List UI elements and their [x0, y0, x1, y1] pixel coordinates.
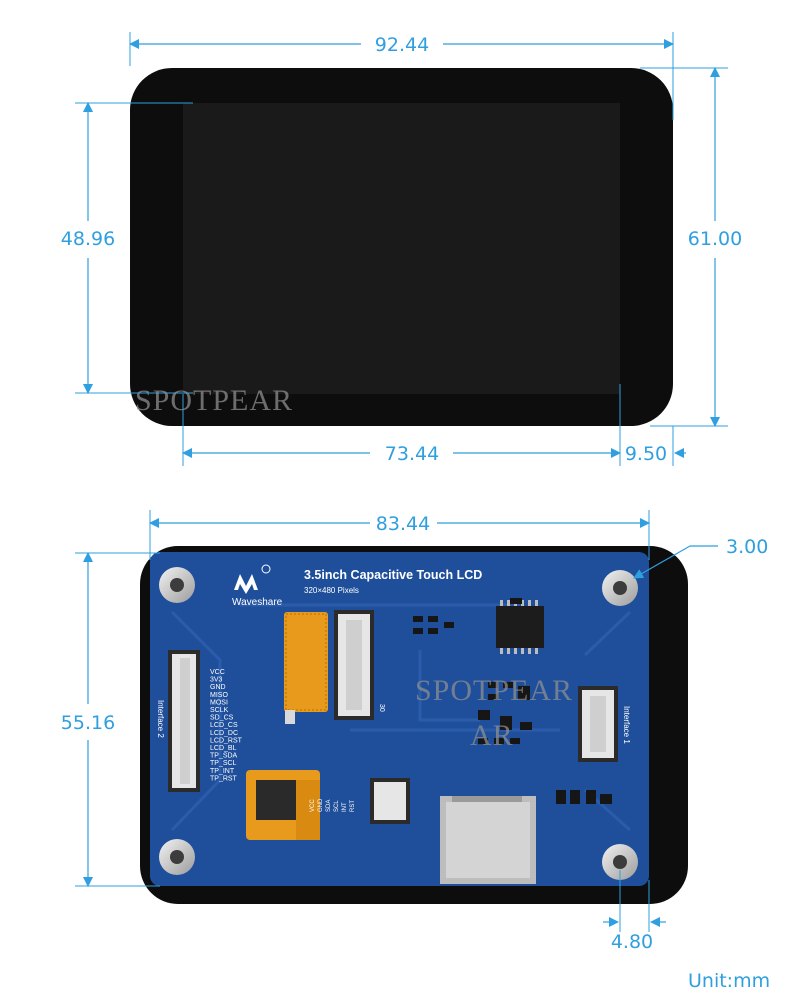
small-label: SDA — [326, 800, 332, 812]
mounting-holes — [159, 567, 638, 880]
interface2-connector — [168, 650, 200, 792]
watermark-bottom-part: AR — [470, 719, 514, 752]
flex-cable — [284, 612, 328, 724]
unit-label: Unit:mm — [688, 970, 770, 992]
dim-overall-height: 61.00 — [688, 67, 742, 427]
dim-overall-width: 92.44 — [129, 34, 674, 56]
dim-edge-offset: 9.50 — [625, 443, 686, 465]
dim-display-height: 48.96 — [61, 102, 115, 394]
top-view: 92.44 61.00 48.96 73.44 9.50 SPOTPEAR — [61, 32, 742, 466]
dim-hole-spacing-y: 55.16 — [61, 552, 115, 887]
pin-label: VCC — [210, 669, 225, 676]
ic-chip — [496, 600, 544, 654]
touch-flex — [246, 770, 320, 840]
hole-offset-label: 4.80 — [611, 931, 653, 953]
small-label: GND — [318, 798, 324, 812]
watermark-bottom: SPOTPEAR — [415, 674, 573, 707]
brand-label: Waveshare — [232, 597, 283, 608]
product-title: 3.5inch Capacitive Touch LCD — [304, 568, 482, 582]
sd-card-slot — [440, 796, 536, 884]
pin-label: TP_SCL — [210, 760, 237, 767]
product-subtitle: 320×480 Pixels — [304, 586, 359, 595]
dim-display-width: 73.44 — [182, 443, 621, 465]
pin-label: GND — [210, 684, 226, 691]
smd-components — [413, 598, 612, 804]
pin-label: LCD_BL — [210, 745, 237, 752]
small-label: RST — [350, 800, 356, 812]
pin-label: LCD_CS — [210, 722, 238, 729]
watermark-top: SPOTPEAR — [135, 384, 293, 417]
pin-label: SCLK — [210, 707, 229, 714]
small-label: VCC — [310, 799, 316, 812]
waveshare-logo — [234, 564, 271, 594]
pin-label: LCD_DC — [210, 730, 238, 737]
small-label: INT — [342, 802, 348, 812]
pin-label: SD_CS — [210, 715, 234, 722]
hole-spacing-x-label: 83.44 — [376, 513, 430, 535]
bottom-view: Waveshare 3.5inch Capacitive Touch LCD 3… — [61, 510, 768, 953]
display-width-label: 73.44 — [385, 443, 439, 465]
overall-height-label: 61.00 — [688, 228, 742, 250]
pin-label-list: VCC3V3GNDMISOMOSISCLKSD_CSLCD_CSLCD_DCLC… — [210, 669, 243, 782]
pin-label: 3V3 — [210, 677, 223, 684]
display-area — [183, 103, 620, 394]
pin-label: LCD_RST — [210, 737, 243, 744]
overall-width-label: 92.44 — [375, 34, 429, 56]
dim-hole-spacing-x: 83.44 — [149, 513, 650, 535]
small-label: SCL — [334, 800, 340, 812]
edge-offset-label: 9.50 — [625, 443, 667, 465]
interface1-label: Interface 1 — [622, 706, 631, 744]
display-height-label: 48.96 — [61, 228, 115, 250]
pin-label: TP_RST — [210, 775, 238, 782]
pin-label: MOSI — [210, 699, 228, 706]
interface1-connector — [578, 686, 618, 762]
pcb-traces — [170, 603, 632, 832]
fpc-connector — [334, 610, 374, 720]
touch-connector — [370, 778, 410, 824]
dim-hole-offset: 4.80 — [603, 917, 666, 953]
pin-label: TP_INT — [210, 768, 235, 775]
hole-diameter-label: 3.00 — [726, 536, 768, 558]
hole-spacing-y-label: 55.16 — [61, 712, 115, 734]
pin-label: MISO — [210, 692, 228, 699]
pin-label: TP_SDA — [210, 753, 238, 760]
fpc-pin-label: 30 — [378, 704, 385, 712]
interface2-label: Interface 2 — [156, 700, 165, 738]
dim-hole-diameter: 3.00 — [633, 536, 768, 579]
